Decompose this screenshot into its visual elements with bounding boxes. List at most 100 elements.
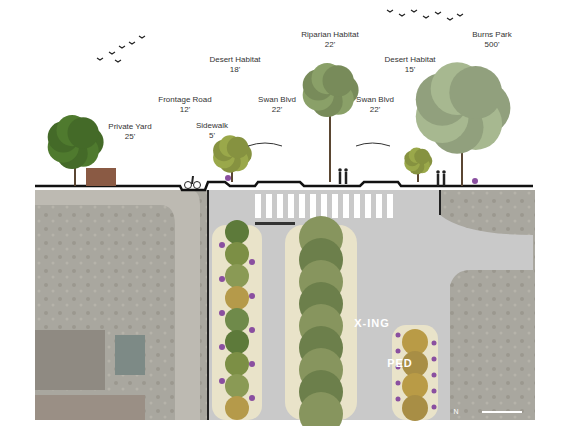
tree-canopy <box>225 242 249 266</box>
section-label: 18' <box>230 65 240 75</box>
crosswalk-stripe <box>376 194 382 218</box>
tree-canopy <box>225 352 249 376</box>
birds <box>97 10 463 62</box>
crosswalk-stripe <box>266 194 272 218</box>
flowers <box>225 175 231 181</box>
crosswalk-stripe <box>299 194 305 218</box>
tree-canopy <box>249 327 255 333</box>
tree-canopy <box>225 286 249 310</box>
pavement-marking: X-ING <box>354 318 390 328</box>
string-lights <box>248 143 390 146</box>
tree-canopy <box>432 341 437 346</box>
tree-canopy <box>227 137 249 159</box>
frontage-road-plan <box>35 190 200 420</box>
tree-canopy <box>219 310 225 316</box>
tree-canopy <box>249 293 255 299</box>
section-label: Frontage Road <box>158 95 211 105</box>
section-label: Riparian Habitat <box>301 30 358 40</box>
tree-canopy <box>219 242 225 248</box>
tree-canopy <box>432 405 437 410</box>
side-street-plan <box>440 215 533 420</box>
aerial-ground <box>35 190 535 420</box>
house-roof <box>35 330 105 390</box>
bird <box>423 16 429 18</box>
flowers <box>472 178 478 184</box>
section-label: 12' <box>180 105 190 115</box>
tree-canopy <box>219 344 225 350</box>
crosswalk-stripe <box>288 194 294 218</box>
curb-line <box>208 190 440 420</box>
pavement-marking: PED <box>387 358 413 368</box>
bird <box>115 60 121 62</box>
pavement-marking: N <box>453 407 458 417</box>
median-bed <box>285 225 357 420</box>
crosswalk-stripe <box>387 194 393 218</box>
tree-canopy <box>432 373 437 378</box>
tree-canopy <box>432 389 437 394</box>
tree-canopy <box>396 349 401 354</box>
section-label: 22' <box>370 105 380 115</box>
bird <box>387 10 393 12</box>
crosswalk-stripe <box>365 194 371 218</box>
median-plantings <box>212 216 438 426</box>
crosswalk-stripe <box>321 194 327 218</box>
bicycle-wheel <box>194 182 201 189</box>
tree-canopy <box>323 65 354 96</box>
section-label: 25' <box>125 132 135 142</box>
person-figure <box>437 174 440 186</box>
bird <box>129 42 135 44</box>
bird <box>109 52 115 54</box>
bicycle-wheel <box>185 182 192 189</box>
section-label: Private Yard <box>108 122 151 132</box>
tree-canopy <box>449 66 502 119</box>
person-figure <box>443 174 446 186</box>
crosswalk-stripe <box>310 194 316 218</box>
tree-canopy <box>219 276 225 282</box>
scale-bar <box>482 411 522 413</box>
crosswalk-stripe <box>343 194 349 218</box>
tree-canopy <box>68 117 99 148</box>
tree-canopy <box>414 149 430 165</box>
house-section <box>86 168 116 186</box>
person-head <box>436 170 440 174</box>
section-label: Desert Habitat <box>209 55 260 65</box>
tree-canopy <box>225 264 249 288</box>
tree-canopy <box>225 374 249 398</box>
section-label: Burns Park <box>472 30 512 40</box>
tree-canopy <box>299 392 343 426</box>
bird <box>447 18 453 20</box>
bird <box>435 12 441 14</box>
person-figure <box>345 172 348 184</box>
house-roof <box>115 335 145 375</box>
stop-bar <box>255 222 295 225</box>
bird <box>411 10 417 12</box>
tree-canopy <box>225 396 249 420</box>
tree-canopy <box>396 397 401 402</box>
person-figure <box>339 172 342 184</box>
section-label: 22' <box>272 105 282 115</box>
swan-blvd-plan <box>208 190 440 420</box>
tree-canopy <box>225 308 249 332</box>
house-roof <box>35 395 145 420</box>
section-label: 15' <box>405 65 415 75</box>
crosswalk-stripe <box>277 194 283 218</box>
tree-canopy <box>249 395 255 401</box>
person-head <box>344 168 348 172</box>
cyclist <box>192 176 193 184</box>
person-head <box>338 168 342 172</box>
tree-canopy <box>219 378 225 384</box>
bird <box>457 14 463 16</box>
tree-canopy <box>432 357 437 362</box>
bird <box>139 36 145 38</box>
tree-canopy <box>396 381 401 386</box>
bird <box>119 46 125 48</box>
section-label: Swan Blvd <box>258 95 296 105</box>
section-label: 5' <box>209 131 215 141</box>
tree-canopy <box>249 259 255 265</box>
median-bed <box>392 325 438 420</box>
crosswalk-stripe <box>255 194 261 218</box>
crosswalk-stripe <box>332 194 338 218</box>
crosswalk-stripe <box>354 194 360 218</box>
section-label: 500' <box>485 40 500 50</box>
